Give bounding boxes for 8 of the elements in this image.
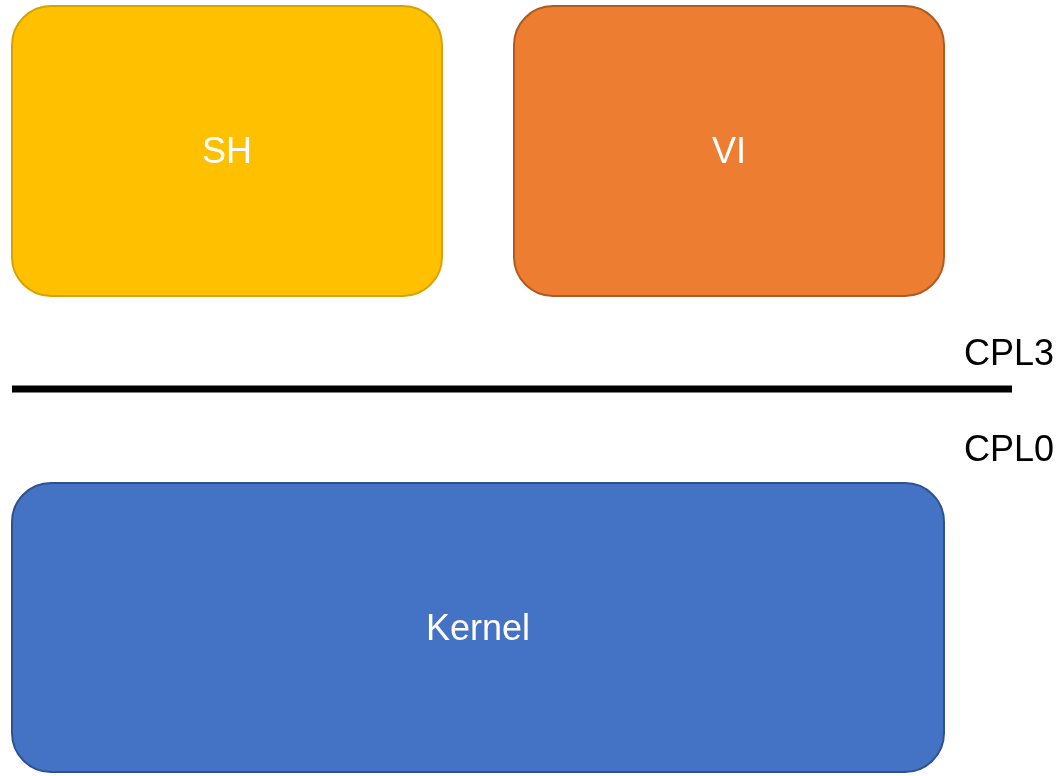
rounded-box — [513, 5, 945, 297]
rounded-box — [11, 482, 945, 773]
box-label: SH — [202, 130, 252, 172]
rounded-box — [11, 5, 443, 297]
privilege-level-label: CPL0 — [964, 428, 1055, 470]
privilege-level-label: CPL3 — [964, 332, 1055, 374]
box-label: Kernel — [425, 606, 531, 649]
box-label: VI — [712, 130, 746, 172]
